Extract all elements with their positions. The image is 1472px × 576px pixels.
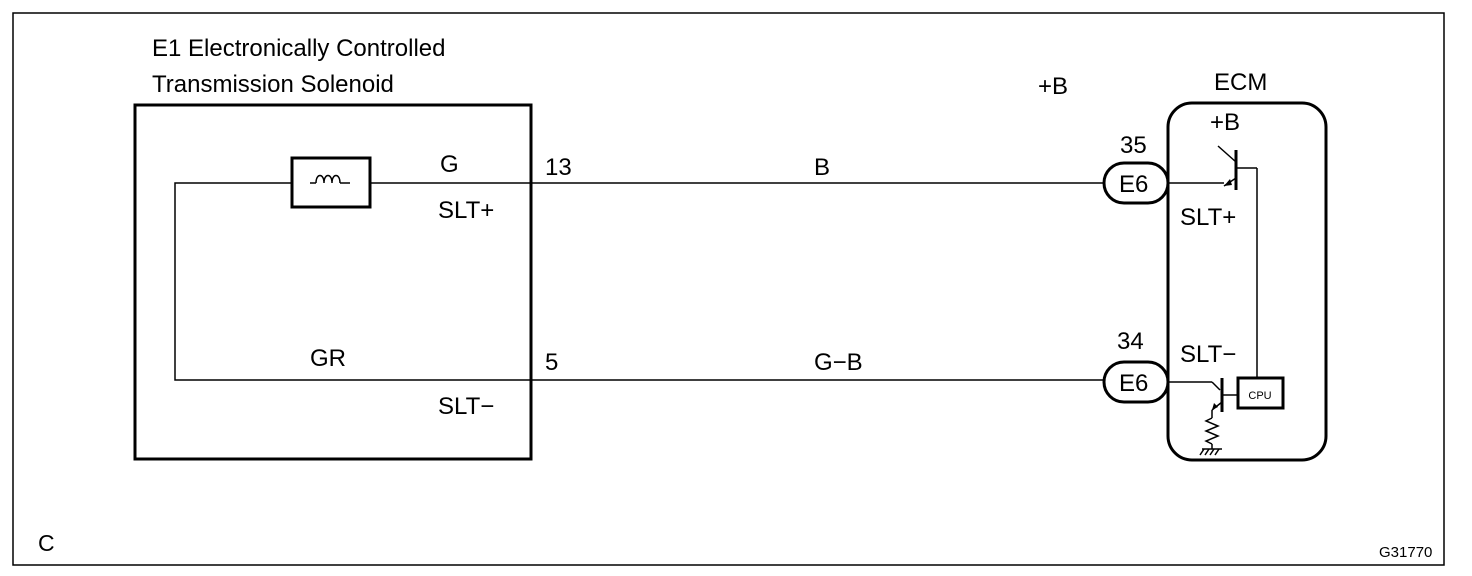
ecm-pin-number-bottom: 34 <box>1117 328 1144 355</box>
coil-icon <box>290 156 372 209</box>
supply-label: +B <box>1038 73 1068 100</box>
solenoid-pin-label-top: SLT+ <box>438 197 494 224</box>
solenoid-internal-wire <box>174 182 531 381</box>
transistor-low-side-icon <box>1168 378 1238 449</box>
solenoid-pin-label-bottom: SLT− <box>438 393 494 420</box>
harness-wire-color-top: B <box>814 154 830 181</box>
solenoid-wire-color-top: G <box>440 151 459 178</box>
solenoid-box <box>133 103 533 461</box>
solenoid-title-line1: E1 Electronically Controlled <box>152 35 445 62</box>
cpu-block <box>1236 376 1285 410</box>
connector-top-label: E6 <box>1119 171 1148 198</box>
ecm-supply-label: +B <box>1210 109 1240 136</box>
connector-bottom-label: E6 <box>1119 370 1148 397</box>
ecm-terminal-label-bottom: SLT− <box>1180 341 1236 368</box>
ecm-terminal-label-top: SLT+ <box>1180 204 1236 231</box>
solenoid-pin-number-bottom: 5 <box>545 349 558 376</box>
ecm-title: ECM <box>1214 69 1267 96</box>
solenoid-wire-color-bottom: GR <box>310 345 346 372</box>
ecm-box <box>1166 101 1328 462</box>
figure-letter: C <box>38 530 55 556</box>
diagram-frame <box>12 12 1445 566</box>
transistor-high-side-icon <box>1168 145 1257 190</box>
ground-icon <box>1199 448 1222 456</box>
cpu-label: CPU <box>1248 390 1271 402</box>
solenoid-title-line2: Transmission Solenoid <box>152 71 394 98</box>
solenoid-pin-number-top: 13 <box>545 154 572 181</box>
figure-code: G31770 <box>1379 544 1432 561</box>
harness-wire-color-bottom: G−B <box>814 349 863 376</box>
ecm-pin-number-top: 35 <box>1120 132 1147 159</box>
